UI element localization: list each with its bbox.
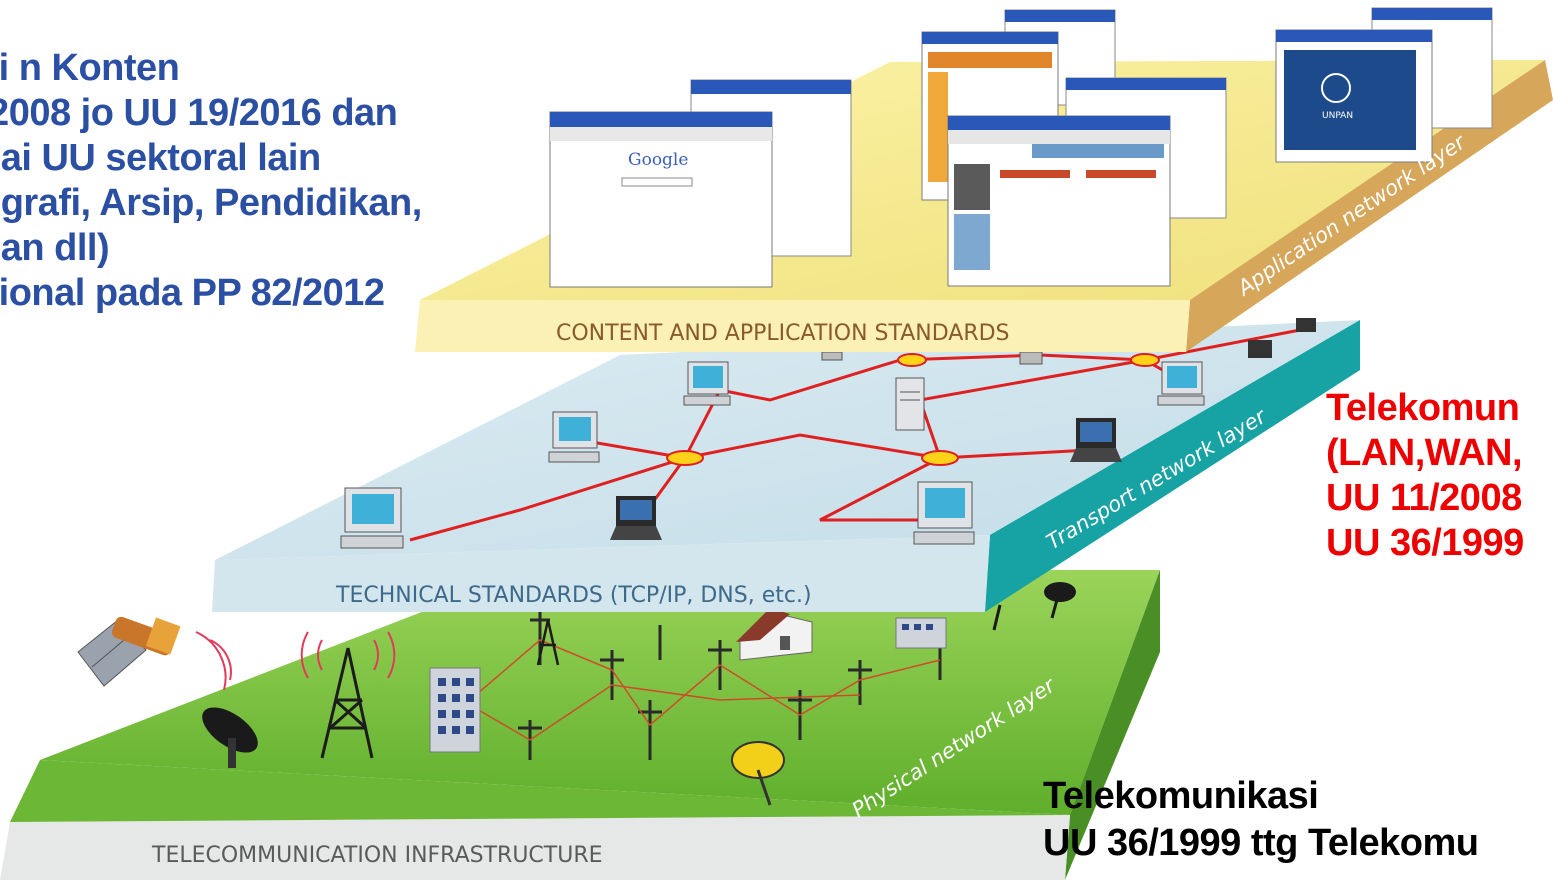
application-layer-front-label: CONTENT AND APPLICATION STANDARDS [556,321,1010,346]
annotation-line: gai UU sektoral lain [0,137,321,179]
google-logo: Google [628,150,688,170]
satellite-dish-icon [202,707,258,768]
office-building-icon [429,667,481,753]
annotation-line: gan dll) [0,227,110,269]
google-browser-window: Google [549,111,773,288]
laptop-icon [610,418,1122,540]
annotation-line: Telekomunikasi [1043,775,1319,817]
satellite-icon [77,616,181,687]
physical-layer-front-label: TELECOMMUNICATION INFRASTRUCTURE [151,843,603,868]
server-tower-icon [895,377,925,431]
application-network-layer: Google UNPAN CONTENT AND APPLICATION [415,7,1553,352]
annotation-line: si n Konten [0,47,180,89]
annotation-line: UU 11/2008 [1326,477,1522,519]
yellow-dish-icon [731,741,785,806]
annotation-line: UU 36/1999 ttg Telekomu [1043,822,1479,864]
annotation-line: ografi, Arsip, Pendidikan, [0,182,422,224]
unpan-logo: UNPAN [1322,111,1353,121]
transport-layer-annotation: Telekomun (LAN,WAN, UU 11/2008 UU 36/199… [1326,386,1524,566]
physical-network-layer: TELECOMMUNICATION INFRASTRUCTURE Physica… [0,570,1160,880]
front-browser-window [947,115,1171,287]
dish-antenna-icon [992,582,1076,631]
pylon-icon [536,619,560,666]
network-links [409,328,1301,542]
physical-layer-annotation: Telekomunikasi UU 36/1999 ttg Telekomu [1043,773,1479,867]
annotation-line: UU 36/1999 [1326,522,1524,564]
network-nodes [666,353,1160,466]
annotation-line: Telekomun [1326,387,1520,429]
house-icon [736,608,813,661]
application-layer-annotation: si n Konten /2008 jo UU 19/2016 dan gai … [0,46,422,316]
annotation-line: /2008 jo UU 19/2016 dan [0,92,398,134]
desktop-computer-icon [340,361,1205,549]
unpan-browser-window: UNPAN [1275,29,1433,163]
radio-tower-icon [320,647,374,759]
annotation-line: sional pada PP 82/2012 [0,272,385,314]
small-building-icon [895,617,947,649]
annotation-line: (LAN,WAN, [1326,432,1523,474]
transport-layer-front-label: TECHNICAL STANDARDS (TCP/IP, DNS, etc.) [335,583,812,608]
phone-icon [821,318,1316,365]
transport-network-layer: TECHNICAL STANDARDS (TCP/IP, DNS, etc.) … [212,318,1360,612]
signal-waves [195,631,396,691]
